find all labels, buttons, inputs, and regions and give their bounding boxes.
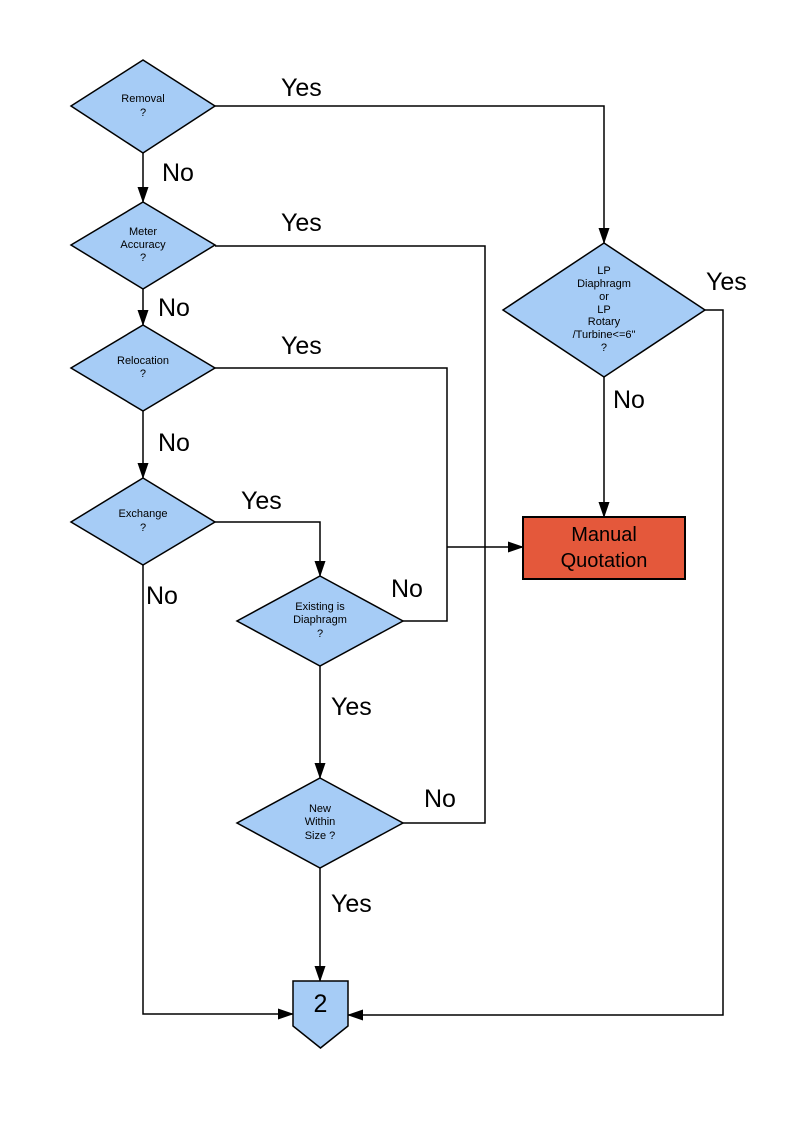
edge-removal-yes <box>215 105 610 244</box>
edge-exchange-yes <box>215 521 326 577</box>
edge-lp-yes <box>347 309 724 1021</box>
edge-label-lp-yes: Yes <box>706 268 747 296</box>
decision-removal <box>69 59 217 154</box>
edge-label-meter-accuracy-yes: Yes <box>281 209 322 237</box>
edge-relocation-yes-and-existing-no <box>215 367 448 622</box>
decision-new-within-size <box>235 777 405 869</box>
decision-meter-accuracy <box>69 201 217 290</box>
process-manual-quotation <box>522 516 686 580</box>
edge-label-meter-accuracy-no: No <box>158 294 190 322</box>
edge-label-removal-no: No <box>162 159 194 187</box>
edge-meter-accuracy-yes-and-new-within-size-no <box>215 245 486 824</box>
edge-exchange-no <box>142 565 294 1020</box>
decision-existing-is-diaphragm <box>235 575 405 667</box>
edge-label-new-within-size-no: No <box>424 785 456 813</box>
edge-label-existing-no: No <box>391 575 423 603</box>
decision-relocation <box>69 324 217 412</box>
decision-exchange <box>69 477 217 566</box>
offpage-connector-2 <box>292 980 349 1049</box>
edge-label-relocation-no: No <box>158 429 190 457</box>
edge-label-removal-yes: Yes <box>281 74 322 102</box>
edge-label-new-within-size-yes: Yes <box>331 890 372 918</box>
decision-lp-type <box>501 242 707 378</box>
edge-label-exchange-yes: Yes <box>241 487 282 515</box>
edge-label-lp-no: No <box>613 386 645 414</box>
edge-label-exchange-no: No <box>146 582 178 610</box>
edge-label-relocation-yes: Yes <box>281 332 322 360</box>
edge-label-existing-yes: Yes <box>331 693 372 721</box>
